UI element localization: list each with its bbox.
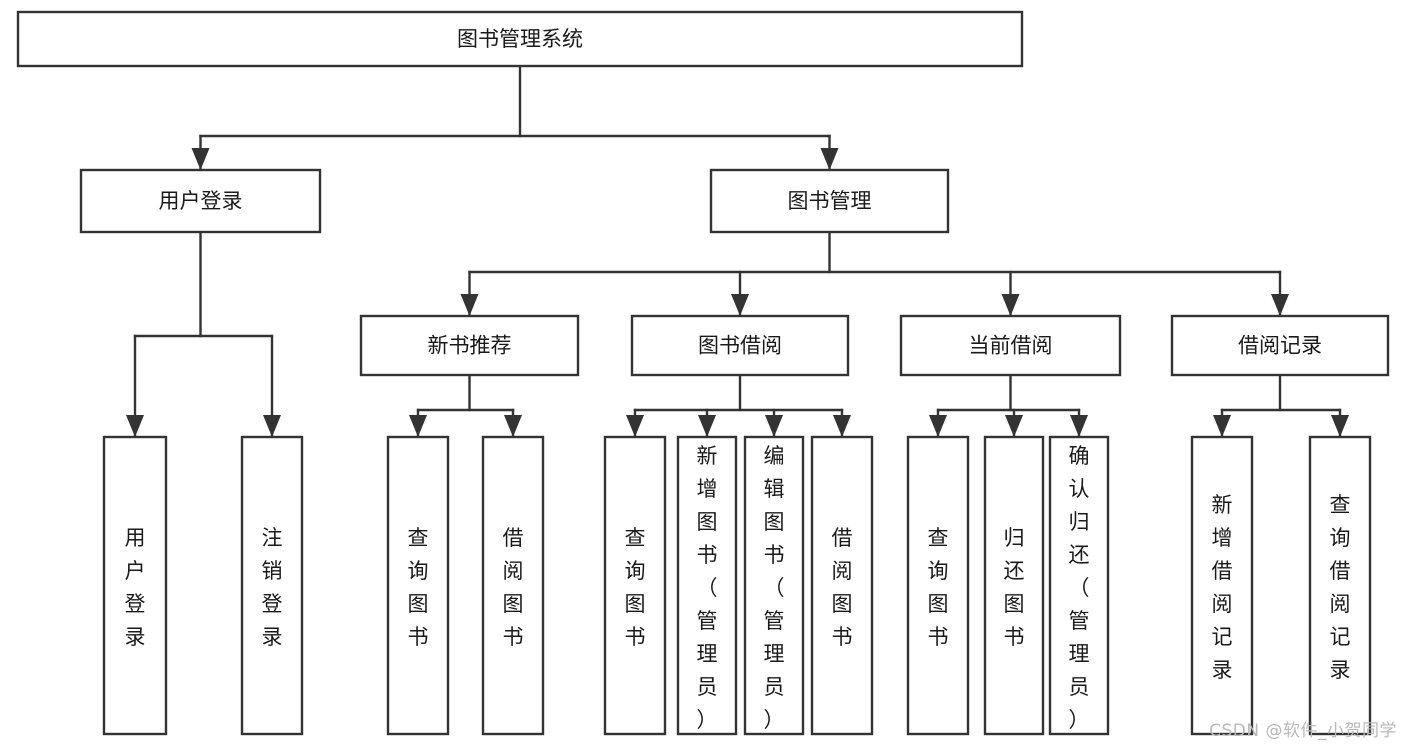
node-box-leaf-return-book — [983, 435, 1045, 736]
node-box-new-book-recommend — [359, 314, 580, 377]
arrow-head-icon — [409, 415, 427, 437]
node-leaf-edit-book-admin[interactable]: 编辑图书（管理员） — [743, 435, 805, 736]
arrow-head-icon — [1001, 294, 1020, 316]
node-borrow-record[interactable]: 借阅记录 — [1170, 314, 1390, 377]
node-box-leaf-logout-login — [240, 435, 304, 736]
node-label-leaf-add-borrow-record: 新增借阅记录 — [1212, 493, 1233, 682]
arrow-head-icon — [1271, 294, 1289, 316]
arrow-head-icon — [765, 415, 783, 437]
node-leaf-return-book[interactable]: 归还图书 — [983, 435, 1045, 736]
arrow-head-icon — [191, 148, 210, 170]
arrow-head-icon — [1005, 415, 1023, 437]
node-book-manage[interactable]: 图书管理 — [709, 168, 950, 234]
node-label-leaf-logout-login: 注销登录 — [262, 526, 283, 649]
node-label-leaf-query-book-recommend: 查询图书 — [408, 526, 429, 649]
node-new-book-recommend[interactable]: 新书推荐 — [359, 314, 580, 377]
node-box-leaf-query-book-current — [906, 435, 970, 736]
node-label-borrow-record: 借阅记录 — [1238, 334, 1322, 358]
node-box-leaf-confirm-return-admin — [1048, 435, 1110, 736]
node-label-leaf-query-book-borrow: 查询图书 — [625, 526, 646, 649]
node-box-user-login — [79, 168, 322, 234]
arrow-head-icon — [929, 415, 947, 437]
node-label-book-borrow: 图书借阅 — [698, 334, 782, 358]
edges-layer — [126, 64, 1349, 439]
node-label-user-login: 用户登录 — [159, 189, 243, 213]
node-leaf-query-borrow-record[interactable]: 查询借阅记录 — [1308, 435, 1372, 736]
node-label-root: 图书管理系统 — [457, 27, 583, 51]
arrow-head-icon — [263, 415, 281, 437]
node-book-borrow[interactable]: 图书借阅 — [630, 314, 850, 377]
arrow-head-icon — [731, 294, 749, 316]
node-label-leaf-confirm-return-admin: 确认归还（管理员） — [1069, 444, 1090, 732]
arrow-head-icon — [698, 415, 716, 437]
node-leaf-logout-login[interactable]: 注销登录 — [240, 435, 304, 736]
arrow-head-icon — [1070, 415, 1088, 437]
node-box-leaf-query-borrow-record — [1308, 435, 1372, 736]
node-box-leaf-add-book-admin — [676, 435, 738, 736]
arrow-head-icon — [504, 415, 522, 437]
node-label-leaf-add-book-admin: 新增图书（管理员） — [697, 444, 718, 732]
node-box-leaf-borrow-book-recommend — [481, 435, 545, 736]
node-current-borrow[interactable]: 当前借阅 — [899, 314, 1122, 377]
node-label-leaf-borrow-book-recommend: 借阅图书 — [503, 526, 524, 649]
arrow-head-icon — [820, 148, 839, 170]
node-label-leaf-edit-book-admin: 编辑图书（管理员） — [764, 444, 785, 732]
node-label-leaf-borrow-book-borrow: 借阅图书 — [832, 526, 853, 649]
node-leaf-query-book-current[interactable]: 查询图书 — [906, 435, 970, 736]
node-box-leaf-edit-book-admin — [743, 435, 805, 736]
arrow-head-icon — [833, 415, 851, 437]
arrow-head-icon — [126, 415, 144, 437]
arrow-head-icon — [1331, 415, 1349, 437]
node-label-leaf-user-login: 用户登录 — [125, 526, 146, 649]
arrow-head-icon — [626, 415, 644, 437]
node-box-book-borrow — [630, 314, 850, 377]
node-box-leaf-borrow-book-borrow — [810, 435, 874, 736]
nodes-layer: 图书管理系统用户登录图书管理新书推荐图书借阅当前借阅借阅记录用户登录注销登录查询… — [16, 10, 1390, 736]
node-leaf-query-book-recommend[interactable]: 查询图书 — [386, 435, 450, 736]
node-leaf-add-borrow-record[interactable]: 新增借阅记录 — [1190, 435, 1254, 736]
node-label-leaf-query-book-current: 查询图书 — [928, 526, 949, 649]
node-label-current-borrow: 当前借阅 — [969, 334, 1053, 358]
node-label-book-manage: 图书管理 — [788, 189, 872, 213]
node-leaf-confirm-return-admin[interactable]: 确认归还（管理员） — [1048, 435, 1110, 736]
node-box-borrow-record — [1170, 314, 1390, 377]
node-label-leaf-return-book: 归还图书 — [1004, 526, 1025, 649]
watermark-label: CSDN @软件_小贺同学 — [1209, 721, 1397, 741]
node-label-new-book-recommend: 新书推荐 — [428, 334, 512, 358]
arrow-head-icon — [1213, 415, 1231, 437]
node-box-current-borrow — [899, 314, 1122, 377]
node-label-leaf-query-borrow-record: 查询借阅记录 — [1330, 493, 1351, 682]
node-box-book-manage — [709, 168, 950, 234]
node-box-leaf-query-book-recommend — [386, 435, 450, 736]
node-box-leaf-query-book-borrow — [603, 435, 667, 736]
node-box-leaf-add-borrow-record — [1190, 435, 1254, 736]
node-leaf-borrow-book-recommend[interactable]: 借阅图书 — [481, 435, 545, 736]
node-leaf-borrow-book-borrow[interactable]: 借阅图书 — [810, 435, 874, 736]
node-box-root — [16, 10, 1024, 68]
node-user-login[interactable]: 用户登录 — [79, 168, 322, 234]
node-leaf-add-book-admin[interactable]: 新增图书（管理员） — [676, 435, 738, 736]
node-root[interactable]: 图书管理系统 — [16, 10, 1024, 68]
node-leaf-query-book-borrow[interactable]: 查询图书 — [603, 435, 667, 736]
node-leaf-user-login[interactable]: 用户登录 — [102, 435, 168, 736]
node-box-leaf-user-login — [102, 435, 168, 736]
arrow-head-icon — [460, 294, 479, 316]
